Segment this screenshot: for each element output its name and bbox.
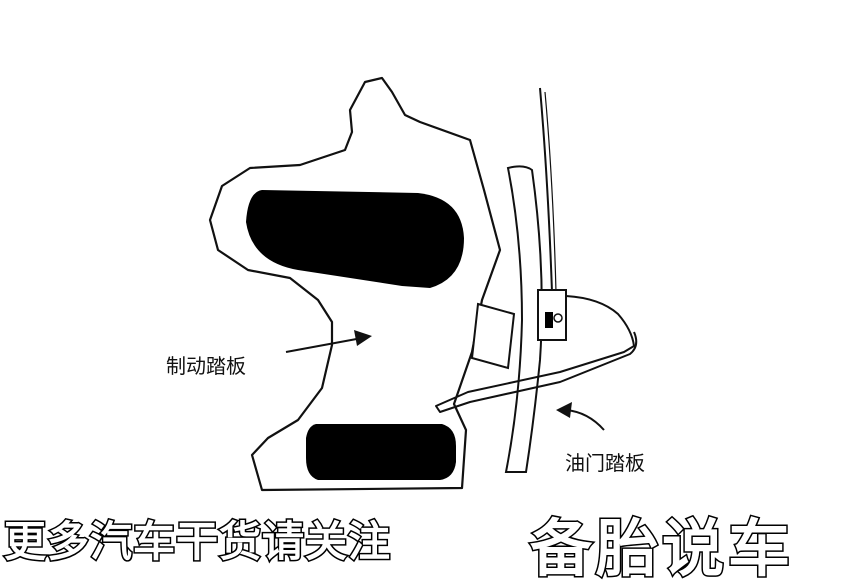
pivot-slot xyxy=(545,312,553,328)
promo-banner: 更多汽车干货请关注 备胎说车 xyxy=(0,498,852,587)
heel-pad xyxy=(306,424,456,480)
throttle-arrow-line xyxy=(565,409,605,431)
throttle-rod xyxy=(539,87,553,293)
throttle-arrow-head xyxy=(556,402,572,418)
pedal-diagram xyxy=(208,76,638,492)
brake-pedal-arm xyxy=(435,295,638,413)
brand-text: 备胎说车 xyxy=(528,511,795,587)
throttle-rod-inner xyxy=(544,91,557,293)
throttle-pedal-label: 油门踏板 xyxy=(565,451,645,475)
shoe-outline xyxy=(208,76,502,492)
brake-arrow-head xyxy=(354,330,372,346)
throttle-pedal-bar xyxy=(504,165,543,473)
promo-text: 更多汽车干货请关注 xyxy=(2,516,392,568)
pivot-pin xyxy=(553,313,563,323)
bracket-block xyxy=(470,302,516,370)
brake-arrow-line xyxy=(285,337,363,353)
brake-pedal-label: 制动踏板 xyxy=(166,354,246,378)
toe-pad xyxy=(246,190,464,288)
